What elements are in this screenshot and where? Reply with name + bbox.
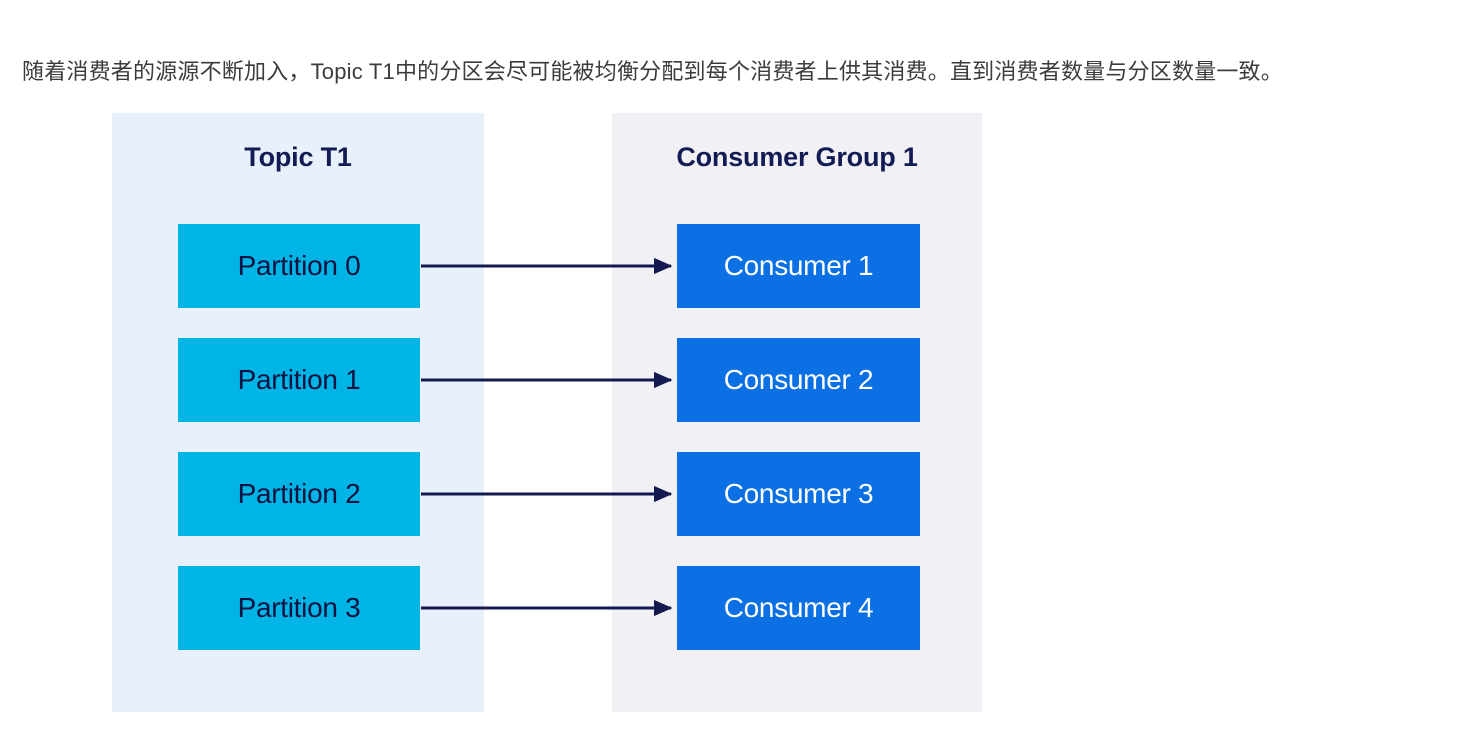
partition-node-label: Partition 2 xyxy=(237,478,361,509)
partition-node-2[interactable]: Partition 2 xyxy=(178,452,420,536)
partition-node-label: Partition 3 xyxy=(237,592,361,623)
consumer-node-2[interactable]: Consumer 2 xyxy=(677,338,920,422)
consumer-node-label: Consumer 3 xyxy=(723,478,874,509)
caption-text: 随着消费者的源源不断加入，Topic T1中的分区会尽可能被均衡分配到每个消费者… xyxy=(22,59,1283,84)
partition-node-3[interactable]: Partition 3 xyxy=(178,566,420,650)
partition-node-0[interactable]: Partition 0 xyxy=(178,224,420,308)
partition-node-label: Partition 0 xyxy=(237,250,361,281)
consumer-node-4[interactable]: Consumer 4 xyxy=(677,566,920,650)
consumer-group-panel-title: Consumer Group 1 xyxy=(676,142,918,172)
consumer-node-3[interactable]: Consumer 3 xyxy=(677,452,920,536)
consumer-node-label: Consumer 1 xyxy=(723,250,874,281)
consumer-node-label: Consumer 2 xyxy=(723,364,874,395)
partition-node-1[interactable]: Partition 1 xyxy=(178,338,420,422)
consumer-node-label: Consumer 4 xyxy=(723,592,874,623)
topic-panel-title: Topic T1 xyxy=(244,142,352,172)
consumer-node-1[interactable]: Consumer 1 xyxy=(677,224,920,308)
partition-node-label: Partition 1 xyxy=(237,364,361,395)
